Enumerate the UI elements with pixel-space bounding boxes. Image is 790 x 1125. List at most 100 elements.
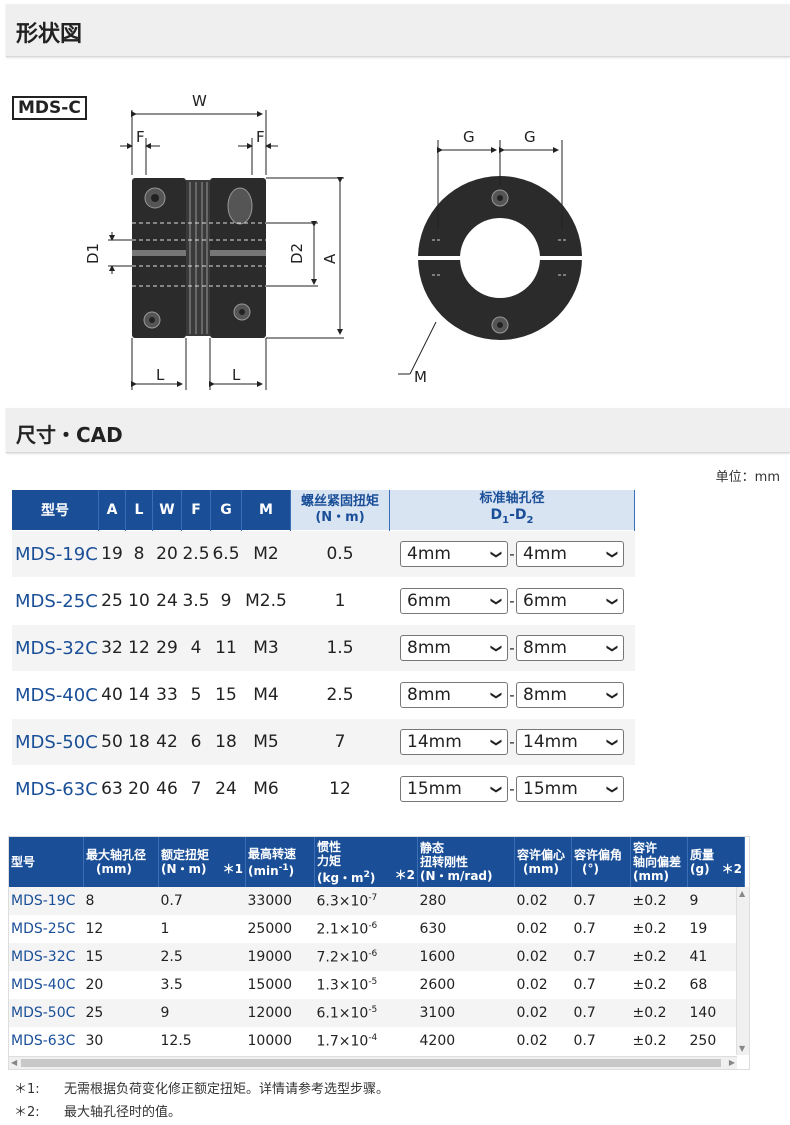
- spec-inertia: 2.1×10-6: [314, 915, 418, 943]
- spec-model-link[interactable]: MDS-19C: [9, 887, 84, 915]
- cell-l: 12: [125, 624, 153, 672]
- bore-d1-select[interactable]: 14mm❯: [400, 729, 508, 755]
- cell-g: 9: [210, 577, 242, 625]
- bore-d2-value: 14mm: [523, 732, 578, 752]
- bore-d1-select[interactable]: 15mm❯: [400, 776, 508, 802]
- label-w: W: [192, 92, 207, 110]
- scroll-left-icon[interactable]: ◀: [11, 1058, 18, 1067]
- unit-label: 单位：mm: [715, 470, 780, 485]
- horizontal-scrollbar[interactable]: ◀ ▶: [9, 1056, 737, 1069]
- spec-inertia: 6.3×10-7: [314, 887, 418, 915]
- spec-bore: 12: [83, 915, 159, 943]
- model-link[interactable]: MDS-63C: [12, 765, 99, 812]
- col2-angular: 容许偏角(°): [571, 837, 631, 887]
- scroll-up-icon[interactable]: ▲: [739, 889, 746, 898]
- cell-l: 8: [125, 530, 153, 578]
- spec-stiff: 2600: [417, 971, 515, 999]
- bore-selects: 14mm❯-14mm❯: [389, 718, 635, 766]
- label-f-left: F: [136, 128, 145, 146]
- cell-g: 15: [210, 671, 242, 719]
- chevron-down-icon: ❯: [489, 643, 503, 653]
- col-g: G: [210, 490, 242, 531]
- bore-d1-value: 8mm: [407, 638, 451, 658]
- spec-mass: 9: [687, 887, 745, 915]
- spec-ax: ±0.2: [630, 971, 688, 999]
- col-a: A: [98, 490, 126, 531]
- cell-a: 25: [98, 577, 126, 625]
- bore-d2-select[interactable]: 15mm❯: [516, 776, 624, 802]
- bore-d1-select[interactable]: 6mm❯: [400, 588, 508, 614]
- spec-model-link[interactable]: MDS-40C: [9, 971, 84, 999]
- spec-par: 0.02: [514, 943, 572, 971]
- bore-separator: -: [509, 686, 515, 704]
- bore-d2-select[interactable]: 6mm❯: [516, 588, 624, 614]
- spec-ang: 0.7: [571, 971, 631, 999]
- spec-ang: 0.7: [571, 943, 631, 971]
- chevron-down-icon: ❯: [489, 737, 503, 747]
- spec-torque: 1: [158, 915, 246, 943]
- spec-ang: 0.7: [571, 915, 631, 943]
- model-link[interactable]: MDS-19C: [12, 530, 99, 578]
- dimensions-table: 型号 A L W F G M 螺丝紧固扭矩 (N・m) 标准轴孔径 D1-D2 …: [12, 490, 635, 812]
- bore-separator: -: [509, 639, 515, 657]
- spec-torque: 12.5: [158, 1027, 246, 1055]
- chevron-down-icon: ❯: [489, 549, 503, 559]
- model-link[interactable]: MDS-50C: [12, 718, 99, 766]
- scroll-down-icon[interactable]: ▼: [739, 1044, 746, 1053]
- col-bore-label: 标准轴孔径: [479, 491, 545, 507]
- cell-f: 5: [181, 671, 211, 719]
- bore-d2-select[interactable]: 14mm❯: [516, 729, 624, 755]
- specs-table-container: 型号 最大轴孔径(mm) 额定扭矩(N・m) ＊1 最高转速(min-1) 惯性…: [8, 836, 750, 1070]
- spec-model-link[interactable]: MDS-50C: [9, 999, 84, 1027]
- bore-d2-select[interactable]: 8mm❯: [516, 682, 624, 708]
- model-link[interactable]: MDS-25C: [12, 577, 99, 625]
- chevron-down-icon: ❯: [605, 784, 619, 794]
- cell-w: 29: [152, 624, 182, 672]
- spec-ang: 0.7: [571, 887, 631, 915]
- chevron-down-icon: ❯: [489, 596, 503, 606]
- bore-separator: -: [509, 780, 515, 798]
- bore-d1-select[interactable]: 8mm ❯: [400, 635, 508, 661]
- bore-d1-select[interactable]: 4mm❯: [400, 541, 508, 567]
- cell-f: 4: [181, 624, 211, 672]
- spec-ax: ±0.2: [630, 943, 688, 971]
- bore-d1-value: 8mm: [407, 685, 451, 705]
- cell-torque: 7: [290, 718, 390, 766]
- model-link[interactable]: MDS-40C: [12, 671, 99, 719]
- cell-f: 2.5: [181, 530, 211, 578]
- chevron-down-icon: ❯: [605, 549, 619, 559]
- bore-selects: 15mm❯-15mm❯: [389, 765, 635, 812]
- spec-model-link[interactable]: MDS-32C: [9, 943, 84, 971]
- cell-g: 18: [210, 718, 242, 766]
- bore-d2-select[interactable]: 8mm❯: [516, 635, 624, 661]
- vertical-scrollbar[interactable]: ▲ ▼: [736, 887, 749, 1055]
- spec-model-link[interactable]: MDS-63C: [9, 1027, 84, 1055]
- cell-g: 24: [210, 765, 242, 812]
- cell-f: 6: [181, 718, 211, 766]
- model-link[interactable]: MDS-32C: [12, 624, 99, 672]
- spec-mass: 41: [687, 943, 745, 971]
- spec-model-link[interactable]: MDS-25C: [9, 915, 84, 943]
- bore-separator: -: [509, 545, 515, 563]
- bore-d1-select[interactable]: 8mm ❯: [400, 682, 508, 708]
- cell-l: 20: [125, 765, 153, 812]
- bore-separator: -: [509, 592, 515, 610]
- bore-selects: 8mm❯-8mm❯: [389, 671, 635, 719]
- bore-d2-select[interactable]: 4mm❯: [516, 541, 624, 567]
- horizontal-scroll-thumb[interactable]: [21, 1059, 721, 1067]
- footnote-1-text: 无需根据负荷变化修正额定扭矩。详情请参考选型步骤。: [64, 1082, 390, 1097]
- spec-ang: 0.7: [571, 999, 631, 1027]
- spec-speed: 19000: [245, 943, 315, 971]
- scroll-right-icon[interactable]: ▶: [728, 1058, 735, 1067]
- label-d2: D2: [288, 243, 306, 264]
- specs-table: 型号 最大轴孔径(mm) 额定扭矩(N・m) ＊1 最高转速(min-1) 惯性…: [9, 837, 745, 1055]
- chevron-down-icon: ❯: [489, 690, 503, 700]
- col2-stiffness: 静态扭转刚性(N・m/rad): [417, 837, 515, 887]
